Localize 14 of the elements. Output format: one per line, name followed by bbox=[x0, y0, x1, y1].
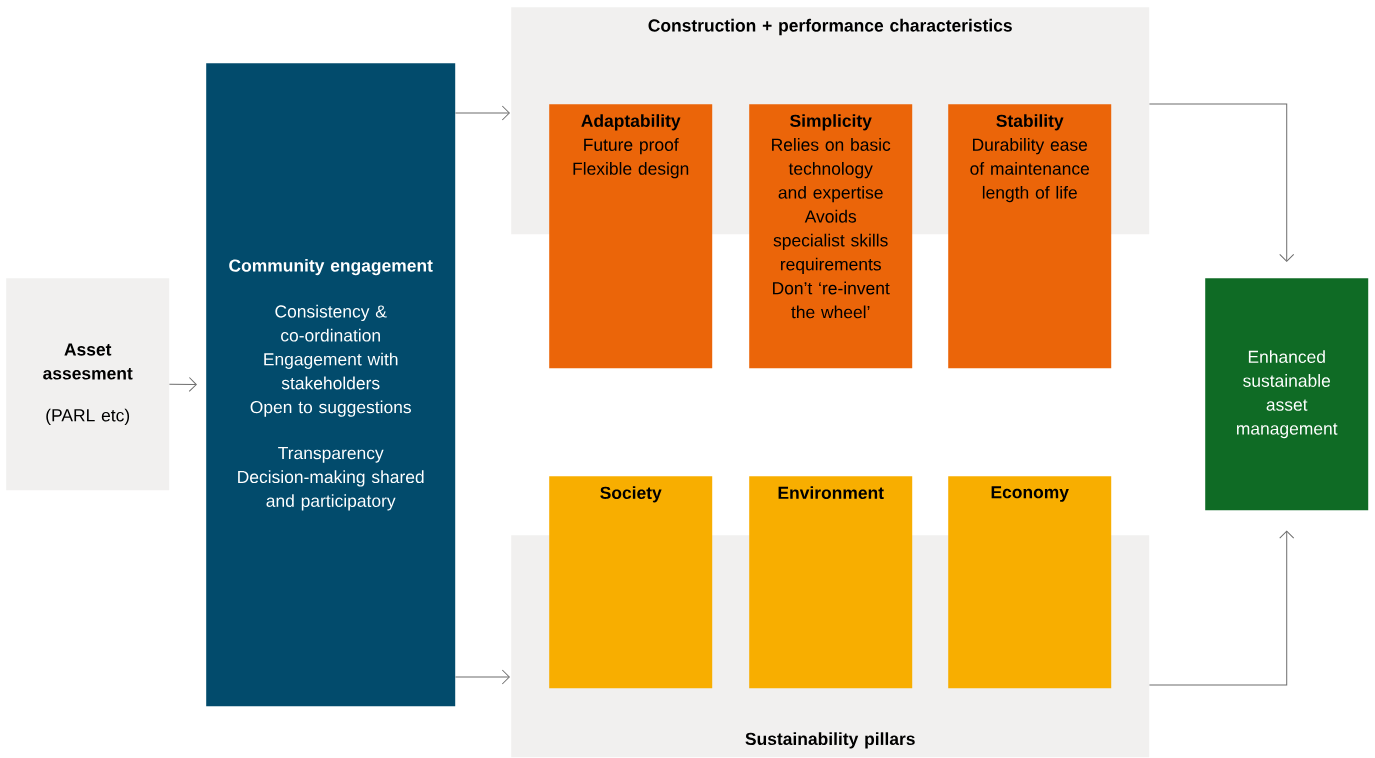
pillar-box: Society bbox=[549, 476, 713, 689]
process-box: Community engagement Consistency & co-ordination Engagement with stakeholders Open to suggestions Transparency Decision-making shared and participatory bbox=[206, 63, 456, 707]
pillar-box: Economy bbox=[948, 476, 1112, 689]
characteristic-box: Adaptability Future proof Flexible design bbox=[549, 104, 713, 369]
outcome-box: Enhanced sustainable asset management bbox=[1205, 278, 1369, 511]
characteristic-box: Stability Durability ease of maintenance length of life bbox=[948, 104, 1112, 369]
pillar-box: Environment bbox=[749, 476, 913, 689]
arrow bbox=[1148, 103, 1295, 262]
process-box: Asset assesment (PARL etc) bbox=[6, 278, 170, 491]
arrow bbox=[1148, 530, 1295, 686]
arrow bbox=[454, 105, 510, 121]
arrow bbox=[454, 669, 510, 685]
characteristic-box: Simplicity Relies on basic technology and expertise Avoids specialist skills requirements Don’t ‘re-invent the wheel’ bbox=[749, 104, 913, 369]
arrow bbox=[168, 377, 197, 392]
